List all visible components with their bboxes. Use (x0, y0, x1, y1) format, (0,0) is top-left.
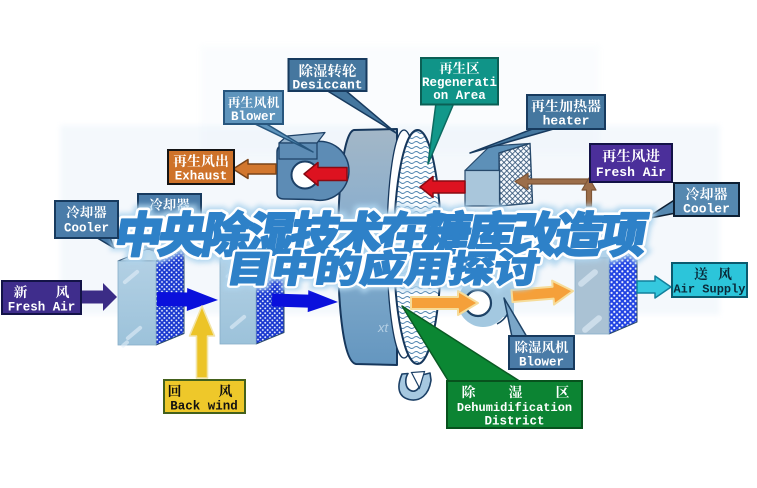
svg-text:Air Supply: Air Supply (673, 283, 745, 297)
svg-text:Cooler: Cooler (683, 202, 730, 217)
svg-text:Back wind: Back wind (170, 400, 238, 414)
svg-text:District: District (484, 415, 544, 429)
svg-text:xt: xt (377, 320, 390, 335)
svg-text:Dehumidification: Dehumidification (457, 401, 572, 415)
svg-text:Regenerati: Regenerati (422, 76, 497, 90)
svg-text:Blower: Blower (519, 356, 564, 370)
svg-text:Fresh Air: Fresh Air (596, 165, 666, 180)
svg-text:Desiccant: Desiccant (292, 78, 362, 93)
svg-text:Fresh Air: Fresh Air (8, 301, 76, 315)
svg-text:Blower: Blower (231, 110, 276, 124)
svg-text:Cooler: Cooler (64, 222, 109, 236)
svg-text:on Area: on Area (433, 89, 486, 103)
svg-text:Exhaust: Exhaust (175, 170, 228, 184)
svg-text:heater: heater (543, 114, 590, 129)
